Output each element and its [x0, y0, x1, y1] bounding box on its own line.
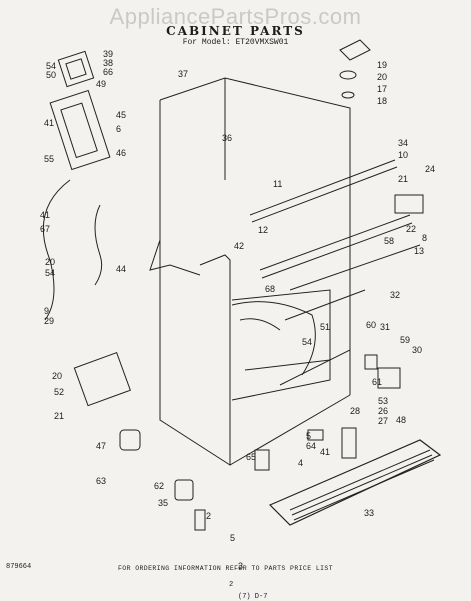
right-components — [249, 39, 442, 526]
figure-note: (7) D-7 — [238, 593, 268, 601]
callout-label: 49 — [96, 79, 106, 89]
callout-label: 21 — [398, 174, 408, 184]
callout-label: 60 — [366, 320, 376, 330]
callout-label: 9 — [44, 306, 49, 316]
callout-label: 24 — [425, 164, 435, 174]
callout-label: 41 — [320, 447, 330, 457]
callout-label: 41 — [44, 118, 54, 128]
callout-label: 11 — [273, 179, 282, 189]
callout-label: 10 — [398, 150, 408, 160]
callout-label: 45 — [116, 110, 126, 120]
callout-label: 62 — [154, 481, 164, 491]
callout-label: 20 — [45, 257, 55, 267]
callout-label: 35 — [158, 498, 168, 508]
callout-label: 61 — [372, 377, 382, 387]
callout-label: 52 — [54, 387, 64, 397]
callout-label: 44 — [116, 264, 126, 274]
ordering-info: FOR ORDERING INFORMATION REFER TO PARTS … — [118, 565, 334, 572]
callout-label: 63 — [96, 476, 106, 486]
callout-label: 17 — [377, 84, 387, 94]
callout-label: 31 — [380, 322, 390, 332]
callout-label: 59 — [400, 335, 410, 345]
callout-label: 46 — [116, 148, 126, 158]
callout-label: 34 — [398, 138, 408, 148]
callout-label: 42 — [234, 241, 244, 251]
cabinet-shell — [149, 77, 351, 466]
callout-label: 27 — [378, 416, 388, 426]
callout-label: 54 — [45, 268, 55, 278]
callout-label: 47 — [96, 441, 106, 451]
callout-label: 6 — [116, 124, 121, 134]
callout-label: 65 — [246, 452, 256, 462]
callout-label: 54 — [46, 61, 56, 71]
callout-label: 26 — [378, 406, 388, 416]
callout-label: 5 — [306, 431, 311, 441]
callout-label: 67 — [40, 224, 50, 234]
callout-label: 12 — [258, 225, 268, 235]
callout-label: 32 — [390, 290, 400, 300]
callout-label: 39 — [103, 49, 113, 59]
callout-label: 64 — [306, 441, 316, 451]
callout-label: 50 — [46, 70, 56, 80]
left-components — [42, 50, 206, 531]
callout-label: 37 — [178, 69, 188, 79]
callout-label: 20 — [377, 72, 387, 82]
callout-label: 51 — [320, 322, 330, 332]
callout-label: 20 — [52, 371, 62, 381]
callout-label: 18 — [377, 96, 387, 106]
document-code: 879664 — [6, 563, 32, 571]
callout-label: 41 — [40, 210, 50, 220]
callout-label: 19 — [377, 60, 387, 70]
callout-label: 68 — [265, 284, 275, 294]
callout-label: 28 — [350, 406, 360, 416]
callout-label: 33 — [364, 508, 374, 518]
callout-label: 58 — [384, 236, 394, 246]
callout-label: 3 — [238, 561, 243, 571]
page-number: 2 — [229, 581, 234, 589]
diagram-title: CABINET PARTS — [166, 24, 305, 38]
callout-label: 54 — [302, 337, 312, 347]
callout-label: 36 — [222, 133, 232, 143]
callout-label: 13 — [414, 246, 424, 256]
callout-label: 8 — [422, 233, 427, 243]
callout-label: 5 — [230, 533, 235, 543]
callout-label: 2 — [206, 511, 211, 521]
callout-label: 30 — [412, 345, 422, 355]
callout-label: 4 — [298, 458, 303, 468]
callout-label: 22 — [406, 224, 416, 234]
watermark: AppliancePartsPros.com — [109, 4, 362, 29]
model-line: For Model: ET20VMXSW01 — [182, 38, 289, 47]
callout-label: 55 — [44, 154, 54, 164]
callout-label: 38 — [103, 58, 113, 68]
callout-label: 48 — [396, 415, 406, 425]
callout-label: 29 — [44, 316, 54, 326]
callout-label: 66 — [103, 67, 113, 77]
callout-label: 21 — [54, 411, 64, 421]
callout-label: 53 — [378, 396, 388, 406]
